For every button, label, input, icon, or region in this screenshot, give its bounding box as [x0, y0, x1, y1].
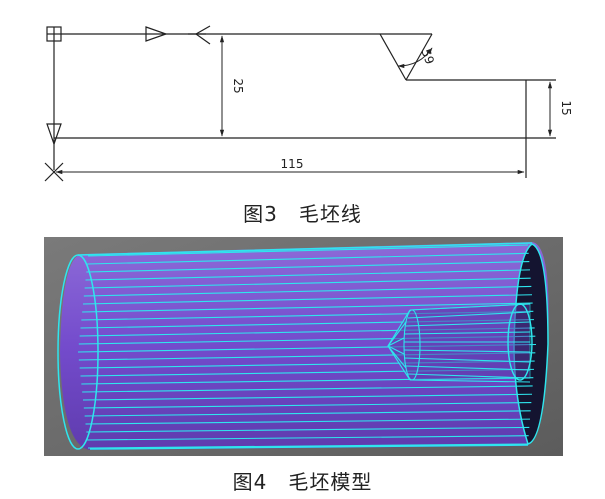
dimension-label-15: 15 [559, 100, 573, 115]
bracket-marker-icon [188, 25, 211, 45]
wireframe-lines [77, 244, 537, 449]
wireframe-line [86, 261, 530, 273]
cone-line-left [379, 33, 407, 81]
wireframe-line [85, 418, 531, 425]
wireframe-line [87, 244, 529, 257]
wireframe-line [87, 435, 529, 441]
figure3-drawing [44, 25, 556, 182]
figure3-caption: 图3 毛坯线 [243, 202, 362, 226]
wireframe-line [87, 443, 529, 449]
wireframe-line [85, 269, 531, 281]
wireframe-line [82, 393, 533, 401]
figure4-render [44, 237, 563, 456]
dimension-label-angle: 59 [419, 47, 437, 66]
wireframe-line [83, 401, 532, 409]
triangle-marker-icon [145, 26, 168, 42]
wireframe-line [84, 410, 531, 417]
cylinder-outline [77, 242, 533, 450]
wireframe-line [82, 385, 533, 393]
wireframe-line [82, 294, 533, 305]
triangle-marker-icon [46, 123, 62, 146]
wireframe-line [82, 302, 533, 313]
wireframe-line [86, 426, 530, 433]
dimension-label-115: 115 [281, 157, 304, 171]
inner-bore-wireframe [387, 303, 533, 383]
angle-arc [397, 47, 433, 69]
figure4-caption: 图4 毛坯模型 [232, 470, 373, 494]
wireframe-line [87, 252, 529, 265]
cross-marker-icon [44, 162, 64, 182]
origin-square-icon [46, 26, 62, 42]
dimension-label-25: 25 [231, 78, 245, 93]
wireframe-line [84, 277, 531, 289]
wireframe-line [83, 285, 532, 297]
